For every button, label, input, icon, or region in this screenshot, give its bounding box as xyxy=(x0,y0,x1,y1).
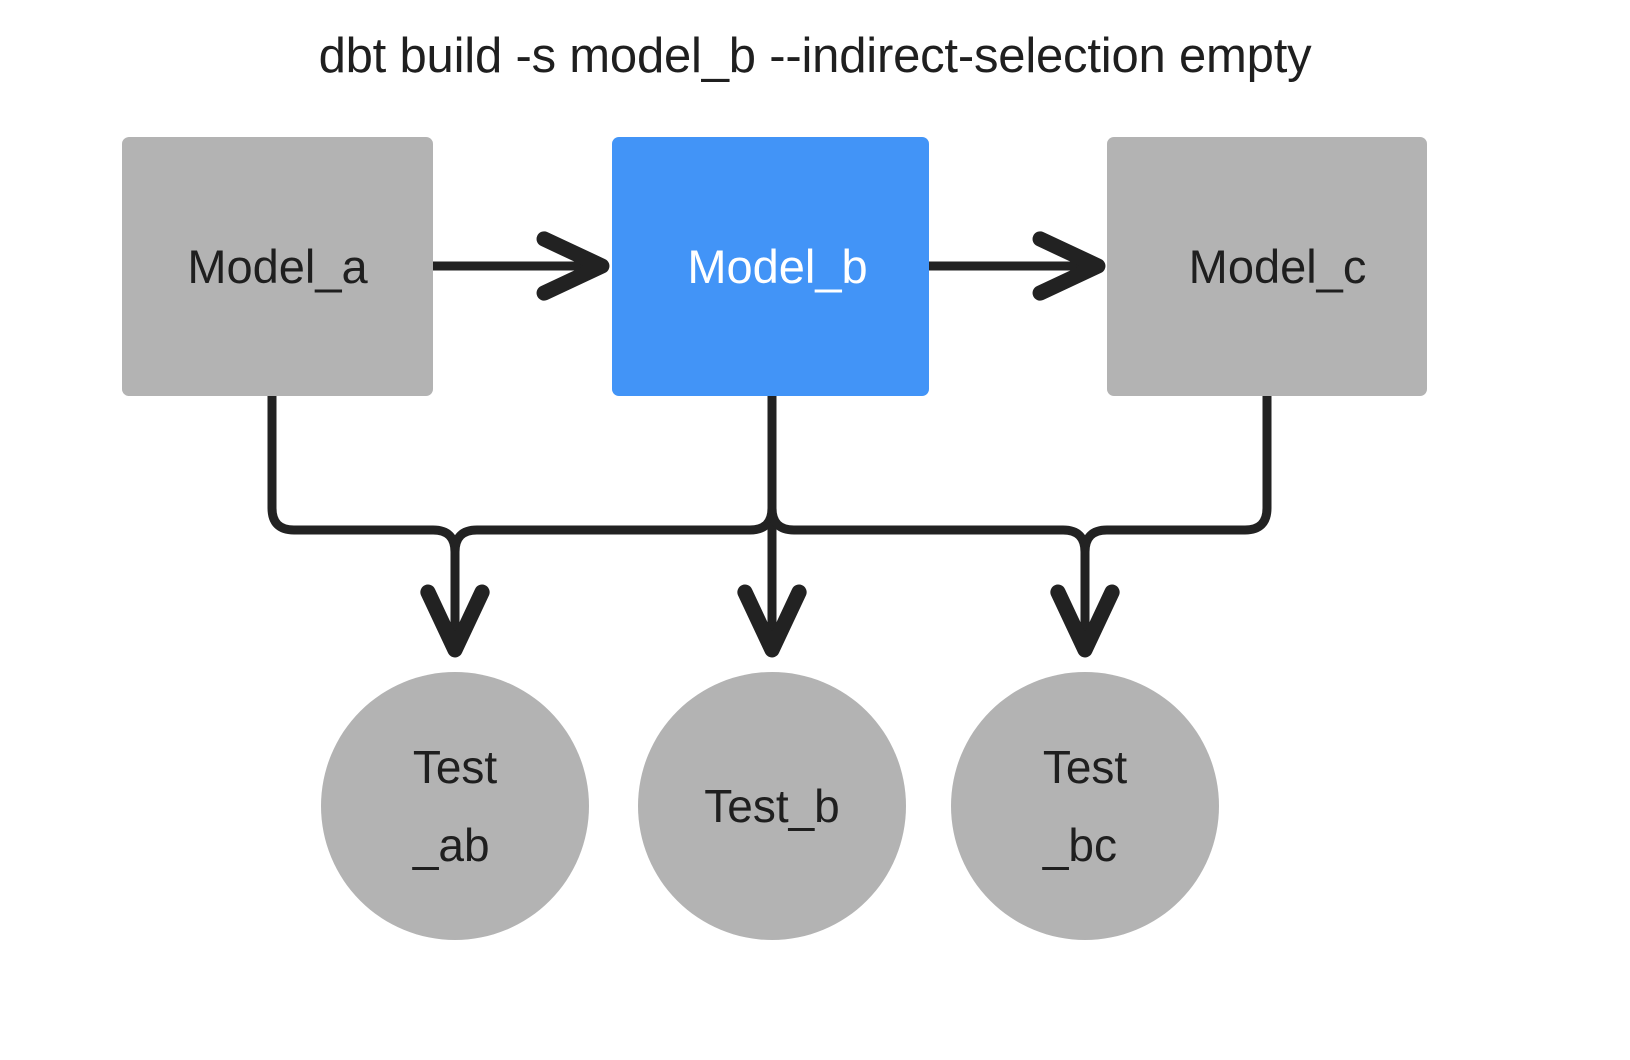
node-model-b[interactable] xyxy=(612,137,929,396)
node-test-ab[interactable] xyxy=(321,672,589,940)
node-test-bc[interactable] xyxy=(951,672,1219,940)
edge-model-b-to-test-bc xyxy=(767,396,1120,658)
edge-model-c-to-test-bc xyxy=(1080,396,1272,553)
node-model-a[interactable] xyxy=(122,137,433,396)
edge-model-a-to-test-ab xyxy=(267,396,490,658)
node-model-c[interactable] xyxy=(1107,137,1427,396)
edge-model-b-to-test-ab xyxy=(450,396,777,553)
node-test-b[interactable] xyxy=(638,672,906,940)
diagram-title: dbt build -s model_b --indirect-selectio… xyxy=(318,29,1312,83)
